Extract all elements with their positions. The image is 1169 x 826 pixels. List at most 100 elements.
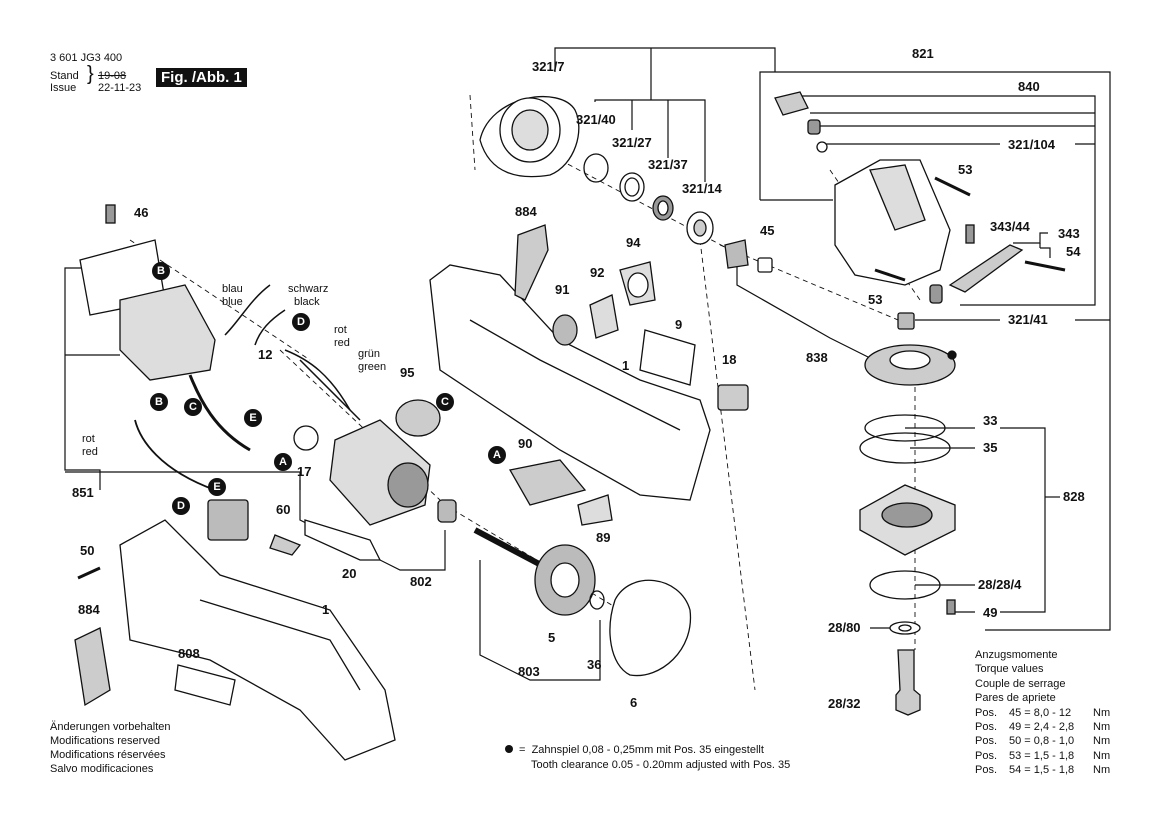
label-321-14: 321/14 (682, 181, 722, 196)
label-35: 35 (983, 440, 998, 455)
connector-d-top: D (292, 313, 310, 331)
torque-table: Anzugsmomente Torque values Couple de se… (975, 648, 1110, 778)
tooth-clearance-note: = Zahnspiel 0,08 - 0,25mm mit Pos. 35 ei… (505, 743, 790, 773)
part-321-40-clip (583, 153, 609, 183)
red-wire-lower (134, 419, 216, 491)
legend-es: Salvo modificaciones (50, 763, 154, 775)
part-9-label (639, 329, 696, 386)
issue-label: Issue (50, 82, 77, 94)
label-28-32: 28/32 (828, 696, 861, 711)
gear-mark-icon (505, 745, 513, 753)
part-884-grip-top (514, 224, 549, 301)
label-50: 50 (80, 543, 95, 558)
wire-blue: blue (222, 296, 243, 308)
label-840: 840 (1018, 79, 1040, 94)
issue-date: 22-11-23 (98, 82, 142, 94)
part-54-screw (1024, 260, 1066, 272)
part-92-cover (589, 294, 619, 339)
part-1-housing-lower (119, 519, 396, 761)
part-89-clip (577, 494, 613, 526)
bracket-803 (479, 560, 601, 681)
part-left-module (119, 284, 216, 381)
part-53-screw-bottom (874, 268, 906, 282)
connector-c-center: C (436, 393, 454, 411)
part-840-lock-button (774, 91, 809, 116)
part-18-switch (717, 384, 749, 411)
label-49: 49 (983, 605, 998, 620)
connector-e-lower: E (208, 478, 226, 496)
wire-blau: blau (222, 283, 243, 295)
label-12: 12 (258, 347, 273, 362)
part-17-ring (293, 425, 319, 451)
wire-red: red (334, 337, 350, 349)
label-9: 9 (675, 317, 683, 332)
figure-label: Fig. /Abb. 1 (156, 68, 247, 87)
note-line-de: Zahnspiel 0,08 - 0,25mm mit Pos. 35 eing… (531, 744, 764, 756)
label-838: 838 (806, 350, 828, 365)
label-20: 20 (342, 566, 357, 581)
label-1-lower: 1 (322, 602, 330, 617)
stand-label: Stand (50, 70, 79, 82)
part-potentiometer (207, 499, 249, 541)
part-802-coupling (437, 499, 457, 523)
connector-c-left: C (184, 398, 202, 416)
label-884-lower: 884 (78, 602, 100, 617)
part-321-41-bush (897, 312, 915, 330)
label-343-44: 343/44 (990, 219, 1030, 234)
part-53-screw-top (934, 176, 971, 197)
part-60-pin (269, 534, 302, 556)
part-number: 3 601 JG3 400 (50, 52, 123, 64)
torque-heading-en: Torque values (975, 663, 1044, 676)
label-321-41: 321/41 (1008, 312, 1048, 327)
connector-a-left: A (274, 453, 292, 471)
connector-a-center: A (488, 446, 506, 464)
label-803: 803 (518, 664, 540, 679)
part-808-label (174, 664, 236, 706)
label-91: 91 (555, 282, 570, 297)
label-33: 33 (983, 413, 998, 428)
bracket-840 (800, 95, 1096, 306)
label-36: 36 (587, 657, 602, 672)
label-54: 54 (1066, 244, 1081, 259)
label-321-40: 321/40 (576, 112, 616, 127)
wire-rot-lower: rot (82, 433, 95, 445)
part-343-lever (948, 244, 1024, 293)
part-36-washer (589, 590, 605, 610)
blue-wire (224, 284, 271, 336)
label-321-104: 321/104 (1008, 137, 1055, 152)
part-90-module (508, 459, 587, 506)
label-321-27: 321/27 (612, 135, 652, 150)
part-33-shim (864, 414, 946, 442)
part-bevel-pinion (724, 239, 749, 269)
part-35-shim (859, 432, 951, 464)
bracket-321 (554, 47, 776, 72)
wire-red-lower: red (82, 446, 98, 458)
label-46: 46 (134, 205, 149, 220)
part-46-spring (105, 204, 116, 224)
part-50-screw (77, 566, 101, 580)
label-95: 95 (400, 365, 415, 380)
label-828: 828 (1063, 489, 1085, 504)
black-wire (254, 309, 286, 346)
label-89: 89 (596, 530, 611, 545)
wire-green: green (358, 361, 387, 373)
label-343: 343 (1058, 226, 1080, 241)
label-321-37: 321/37 (648, 157, 688, 172)
label-28-28-4: 28/28/4 (978, 577, 1022, 592)
modifications-legend: Änderungen vorbehalten Modifications res… (50, 720, 170, 776)
part-28-28-4-ring (869, 570, 941, 600)
bracket-802 (299, 480, 446, 571)
torque-heading-de: Anzugsmomente (975, 649, 1058, 661)
label-802: 802 (410, 574, 432, 589)
part-95-cap (395, 399, 441, 437)
label-45: 45 (760, 223, 775, 238)
connector-b-top: B (152, 262, 170, 280)
wire-black: black (294, 296, 320, 308)
legend-de: Änderungen vorbehalten (50, 721, 171, 733)
label-6: 6 (630, 695, 638, 710)
label-53-top: 53 (958, 162, 973, 177)
